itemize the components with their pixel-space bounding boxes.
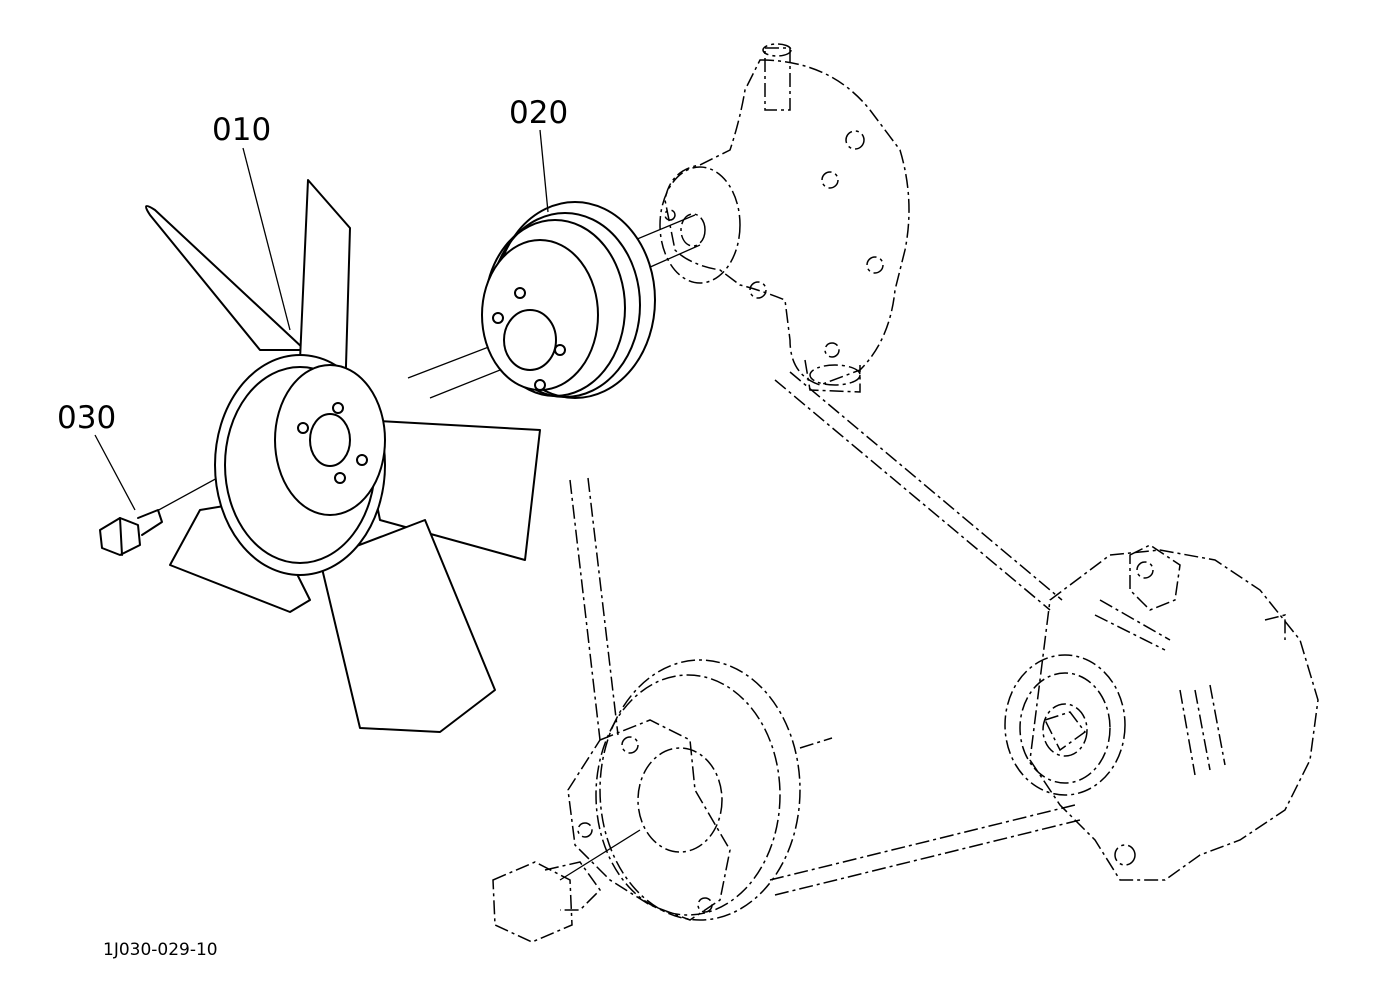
callout-010: 010: [212, 112, 271, 148]
cooling-fan: [145, 179, 541, 733]
callout-030: 030: [57, 400, 116, 436]
fan-pulley: [481, 201, 656, 399]
water-pump: [659, 43, 910, 393]
crank-bolt: [492, 861, 601, 943]
leader-lines: [94, 129, 549, 511]
drive-belt: [569, 371, 1081, 896]
alternator: [1004, 544, 1319, 881]
callout-020: 020: [509, 95, 568, 131]
fan-bolt: [99, 509, 163, 556]
crank-pulley: [567, 659, 833, 921]
drawing-reference: 1J030-029-10: [103, 940, 218, 960]
